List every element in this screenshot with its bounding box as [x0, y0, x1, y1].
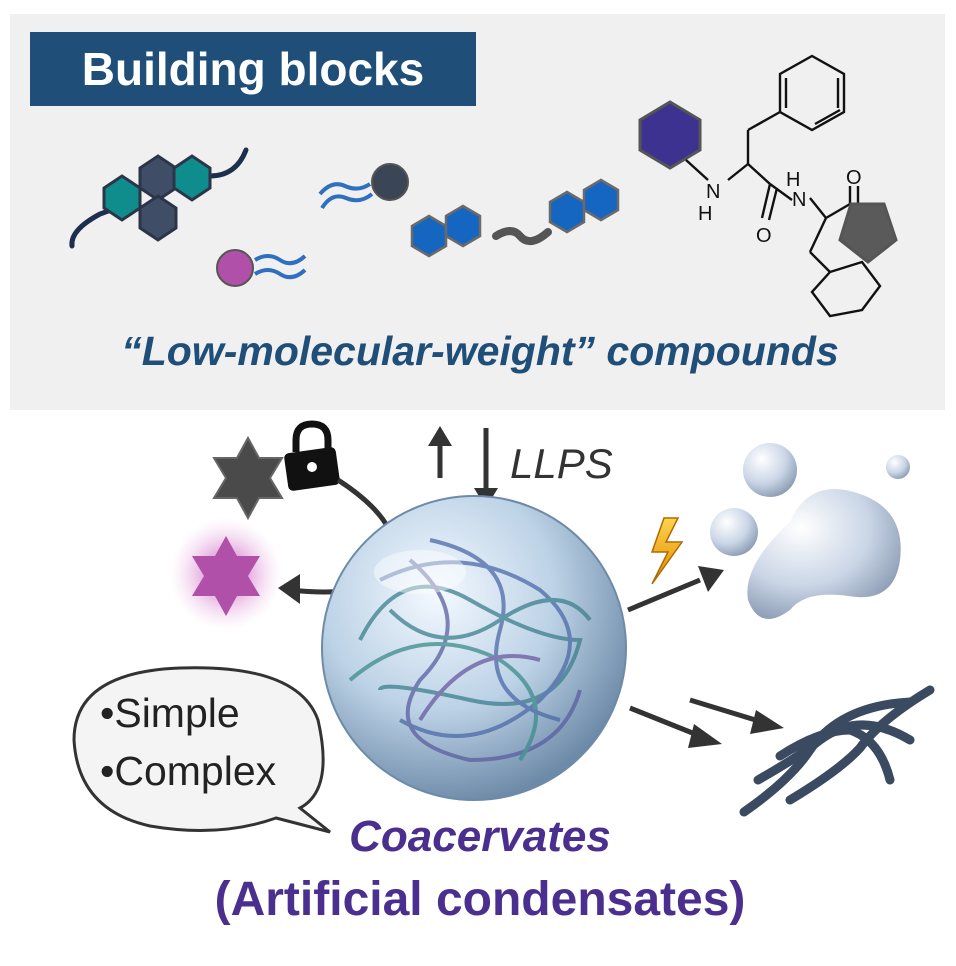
- building-blocks-title: Building blocks: [30, 32, 476, 106]
- released-star-icon: [192, 536, 260, 616]
- dark-amphiphile: [318, 163, 409, 210]
- arrows-to-fibers: [629, 697, 784, 748]
- carbonyl-o-label-1: O: [756, 225, 772, 247]
- bubble-item-complex: •Complex: [100, 748, 277, 794]
- fiber-bundle: [739, 685, 935, 817]
- bubble-list: •Simple •Complex: [100, 684, 276, 800]
- bubble-item-simple: •Simple: [100, 690, 240, 736]
- coacervate-sphere: [321, 495, 627, 801]
- locked-star-icon: [212, 435, 284, 521]
- lightning-icon: [650, 517, 684, 585]
- magenta-amphiphile: [216, 249, 307, 287]
- arrow-to-droplets: [627, 577, 701, 613]
- amide-h-label: H: [786, 169, 800, 191]
- dipeptide-molecule: N H N H O O: [638, 54, 898, 318]
- amide-n-label: N: [792, 189, 806, 211]
- llps-label: LLPS: [510, 440, 613, 487]
- blue-hexagon-chain: [410, 178, 620, 258]
- low-mw-subtitle: “Low-molecular-weight” compounds: [121, 328, 839, 374]
- release-arrow-head: [278, 574, 300, 604]
- artificial-condensates-label: (Artificial condensates): [214, 873, 746, 926]
- arrow-to-droplets-head: [698, 566, 724, 592]
- fused-hexagon-molecule: [69, 147, 249, 249]
- speech-bubble: [72, 666, 331, 834]
- fused-droplets: [710, 443, 910, 619]
- carbonyl-o-label-2: O: [846, 167, 862, 189]
- amine-h-label: H: [698, 203, 712, 225]
- amine-n-label: N: [706, 181, 720, 203]
- coacervates-label: Coacervates: [349, 812, 611, 861]
- padlock-icon: [284, 420, 340, 491]
